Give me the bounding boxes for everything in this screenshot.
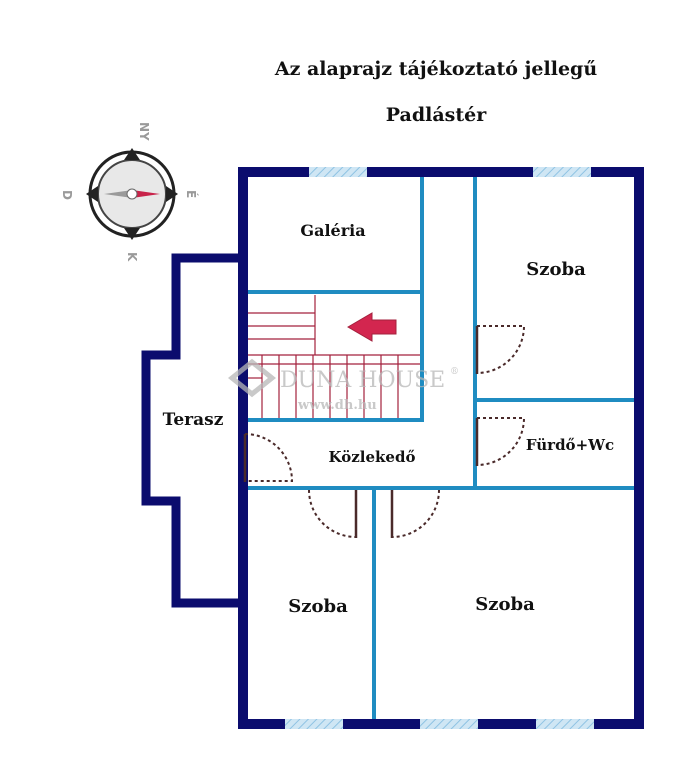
compass-east: É <box>184 190 199 198</box>
window-bottom-3 <box>536 719 594 729</box>
doors <box>243 325 526 538</box>
room-label-szoba-bottom-right: Szoba <box>475 594 535 615</box>
compass-west: D <box>60 190 74 200</box>
plan-title: Az alaprajz tájékoztató jellegű <box>274 58 598 80</box>
stair-direction-arrow-icon <box>347 312 397 342</box>
watermark-registered: ® <box>450 367 459 377</box>
duna-house-logo-icon <box>227 358 277 398</box>
room-label-kozlekedo: Közlekedő <box>329 448 416 466</box>
door-szoba-top-right <box>475 325 526 374</box>
window-top-right <box>533 167 591 177</box>
room-label-szoba-top-right: Szoba <box>526 259 586 280</box>
watermark: DUNA HOUSE ® www.dh.hu <box>227 358 459 413</box>
compass-needle-east <box>132 190 160 198</box>
door-terrace <box>243 433 294 482</box>
door-szoba-bottom-right <box>390 489 440 538</box>
compass-south: K <box>125 252 139 262</box>
staircase <box>248 295 420 418</box>
compass-north: NY <box>137 122 151 141</box>
room-label-galeria: Galéria <box>300 221 365 240</box>
window-bottom-2 <box>420 719 478 729</box>
watermark-brand: DUNA HOUSE <box>280 368 445 393</box>
compass: NY É K D <box>60 122 199 262</box>
window-top-left <box>309 167 367 177</box>
door-furdo <box>475 417 526 466</box>
window-bottom-1 <box>285 719 343 729</box>
terrace-wall <box>141 253 242 608</box>
door-szoba-bottom-left <box>308 489 358 538</box>
plan-subtitle: Padlástér <box>385 104 487 126</box>
inner-walls <box>246 176 636 722</box>
watermark-url: www.dh.hu <box>297 398 377 413</box>
room-label-terasz: Terasz <box>163 410 224 430</box>
room-label-szoba-bottom-left: Szoba <box>288 596 348 617</box>
compass-needle-west <box>104 190 132 198</box>
room-label-furdo: Fürdő+Wc <box>526 436 614 454</box>
windows <box>285 167 594 729</box>
